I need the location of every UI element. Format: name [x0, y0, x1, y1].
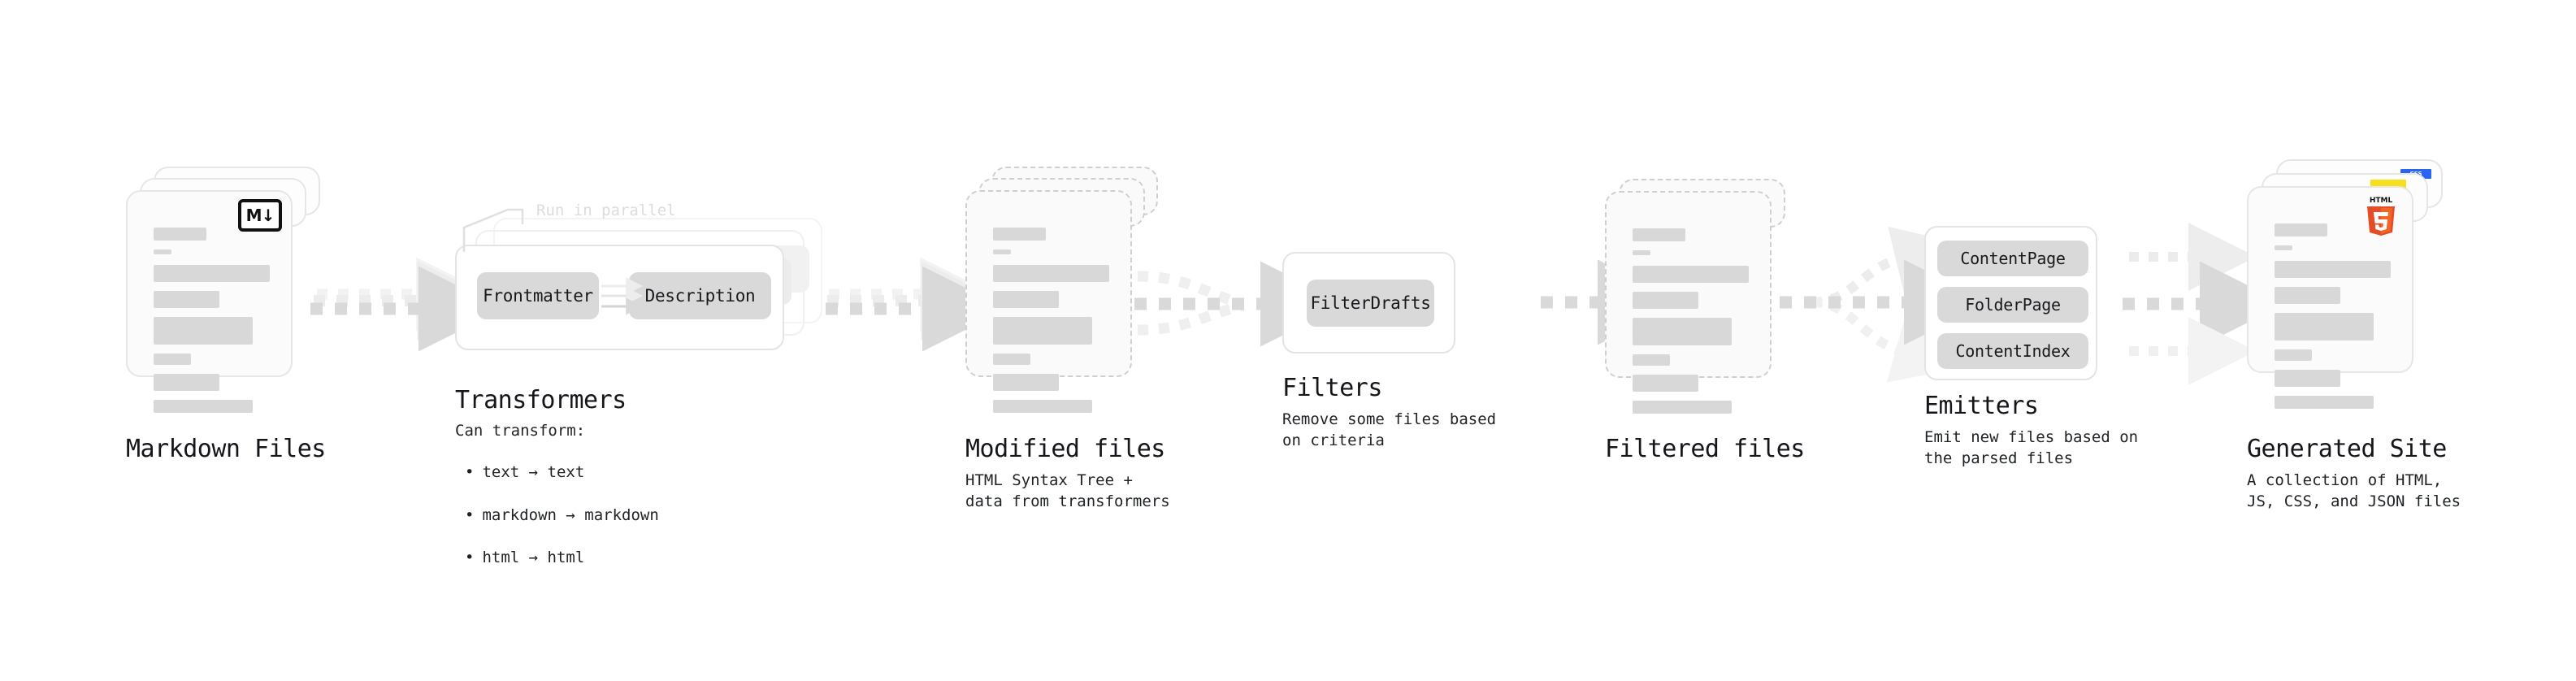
- bullet-dot-1: •: [465, 505, 475, 524]
- modified-files-title: Modified files: [965, 435, 1165, 463]
- transformer-bullet-2: html → html: [482, 549, 585, 567]
- transformer-chip-description[interactable]: Description: [629, 272, 771, 319]
- markdown-icon: M↓: [238, 199, 282, 232]
- arrow-emitters-to-site: [2123, 223, 2285, 385]
- site-card-lines: [2275, 223, 2391, 418]
- transformer-bullet-1: markdown → markdown: [482, 505, 659, 524]
- transformers-bullets: • text → text • markdown → markdown • html …: [465, 440, 733, 590]
- arrow-markdown-to-transformers: [310, 257, 504, 352]
- markdown-files-title: Markdown Files: [126, 435, 326, 463]
- transformers-subtitle: Can transform:: [455, 422, 586, 440]
- arrow-filtered-to-emitters: [1780, 226, 1989, 383]
- bullet-dot-2: •: [465, 549, 475, 567]
- markdown-icon-arrow: ↓: [261, 206, 275, 225]
- html5-icon: HTML: [2363, 194, 2399, 236]
- emitters-box: ContentPage FolderPage ContentIndex: [1924, 226, 2097, 380]
- svg-text:HTML: HTML: [2370, 197, 2393, 205]
- run-in-parallel-bracket: [462, 208, 524, 252]
- site-card-front: HTML: [2247, 186, 2413, 409]
- filtered-files-title: Filtered files: [1605, 435, 1805, 463]
- emitters-title: Emitters: [1924, 392, 2039, 420]
- run-in-parallel-label: Run in parallel: [536, 202, 676, 219]
- transformer-bullet-0: text → text: [482, 463, 585, 482]
- filter-chip-filterdrafts[interactable]: FilterDrafts: [1307, 280, 1434, 327]
- emitter-chip-contentindex[interactable]: ContentIndex: [1937, 333, 2088, 369]
- markdown-card-lines: [154, 228, 270, 422]
- emitters-subtitle: Emit new files based on the parsed files: [1924, 428, 2139, 468]
- modified-files-subtitle: HTML Syntax Tree + data from transformer…: [965, 471, 1170, 511]
- markdown-icon-letter: M: [245, 206, 262, 225]
- transformer-box-front: Frontmatter Description: [455, 245, 784, 350]
- generated-site-title: Generated Site: [2247, 435, 2447, 463]
- arrow-transformers-to-modified: [826, 257, 1008, 352]
- emitter-chip-folderpage[interactable]: FolderPage: [1937, 287, 2088, 323]
- markdown-card-front: M↓: [126, 190, 293, 413]
- arrow-modified-to-filters: [1134, 261, 1346, 347]
- generated-site-subtitle: A collection of HTML, JS, CSS, and JSON …: [2247, 471, 2461, 511]
- filtered-card-lines: [1633, 228, 1749, 423]
- filters-subtitle: Remove some files based on criteria: [1282, 410, 1497, 450]
- filters-title: Filters: [1282, 374, 1382, 402]
- transformer-inner-arrows: [601, 277, 644, 315]
- transformers-title: Transformers: [455, 386, 627, 414]
- bullet-dot-0: •: [465, 463, 475, 482]
- modified-card-front: [965, 190, 1132, 413]
- transformer-chip-frontmatter[interactable]: Frontmatter: [477, 272, 599, 319]
- filters-box: FilterDrafts: [1282, 252, 1455, 354]
- filtered-card-front: [1605, 191, 1772, 414]
- modified-card-lines: [993, 228, 1109, 422]
- emitter-chip-contentpage[interactable]: ContentPage: [1937, 241, 2088, 276]
